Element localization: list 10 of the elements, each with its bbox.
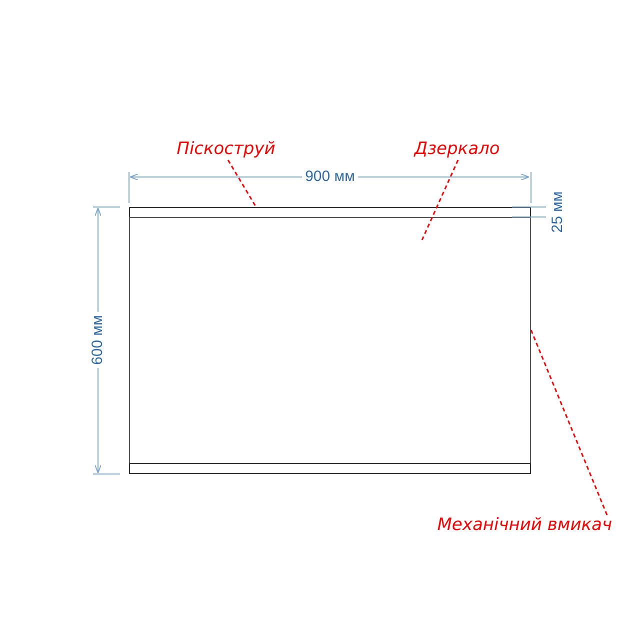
callout-label: Механічний вмикач [420, 515, 612, 535]
mirror-panel [129, 217, 531, 464]
dimension-label: 25 мм [549, 190, 567, 235]
sandblast-strip [129, 207, 531, 218]
sandblast-strip [129, 463, 531, 474]
callout-label: Піскоструй [176, 139, 276, 159]
leader-line [227, 160, 257, 208]
leader-line [530, 330, 608, 516]
leader-line [421, 160, 459, 240]
callout-label: Дзеркало [412, 139, 502, 159]
